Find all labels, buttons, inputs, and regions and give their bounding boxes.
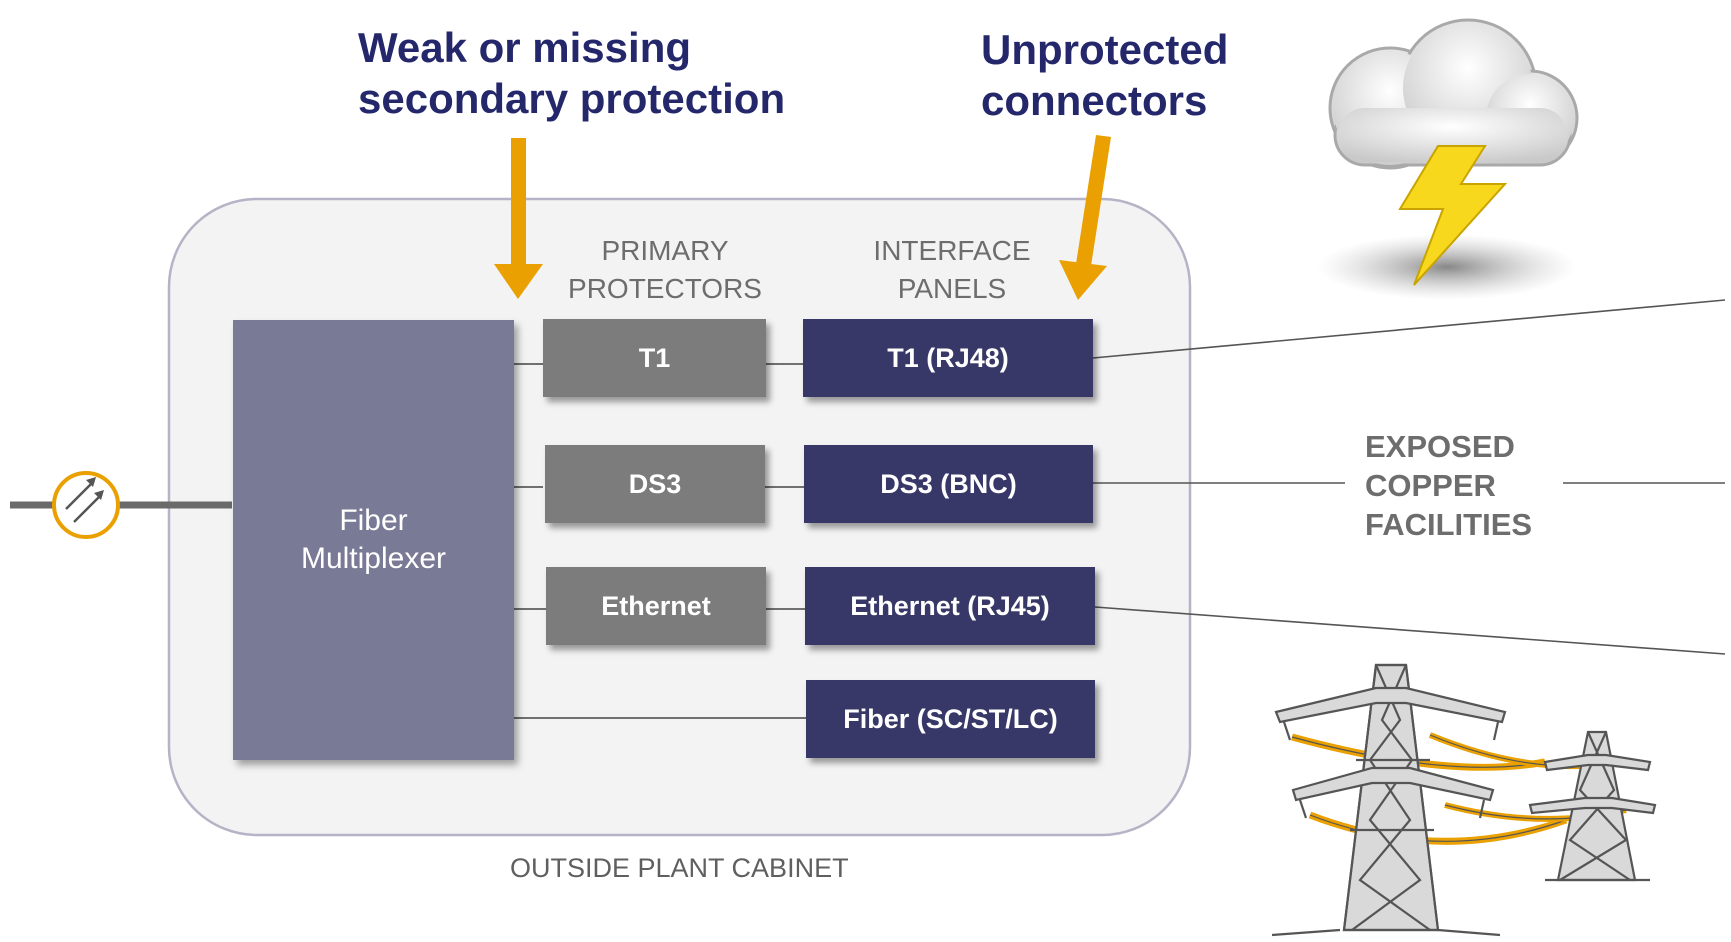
protector-ds3: DS3 bbox=[545, 445, 765, 523]
fiber-multiplexer: Fiber Multiplexer bbox=[233, 320, 514, 760]
protector-t1: T1 bbox=[543, 319, 766, 397]
arrow-secondary-protection bbox=[494, 138, 543, 299]
callout-secondary-protection: Weak or missing secondary protection bbox=[358, 24, 786, 122]
storm-cloud-icon bbox=[1317, 18, 1579, 300]
power-tower-icon bbox=[1271, 663, 1657, 937]
internal-links bbox=[514, 363, 806, 719]
panel-t1-rj48: T1 (RJ48) bbox=[803, 319, 1093, 397]
header-primary-protectors: PRIMARY PROTECTORS bbox=[568, 235, 762, 304]
arrow-unprotected-connectors bbox=[1059, 135, 1111, 300]
cabinet-label: OUTSIDE PLANT CABINET bbox=[510, 853, 849, 883]
lightning-bolt-icon bbox=[1398, 145, 1508, 286]
protector-ethernet: Ethernet bbox=[546, 567, 766, 645]
panel-ethernet-rj45: Ethernet (RJ45) bbox=[805, 567, 1095, 645]
callout-unprotected-connectors: Unprotected connectors bbox=[981, 26, 1229, 124]
panel-fiber-sc-st-lc: Fiber (SC/ST/LC) bbox=[806, 680, 1095, 758]
exposed-copper-lines bbox=[1092, 299, 1726, 655]
panel-ds3-bnc: DS3 (BNC) bbox=[804, 445, 1093, 523]
header-interface-panels: INTERFACE PANELS bbox=[873, 235, 1031, 304]
exposed-copper-label: EXPOSED COPPER FACILITIES bbox=[1365, 429, 1533, 542]
optical-connector-icon bbox=[52, 471, 120, 539]
